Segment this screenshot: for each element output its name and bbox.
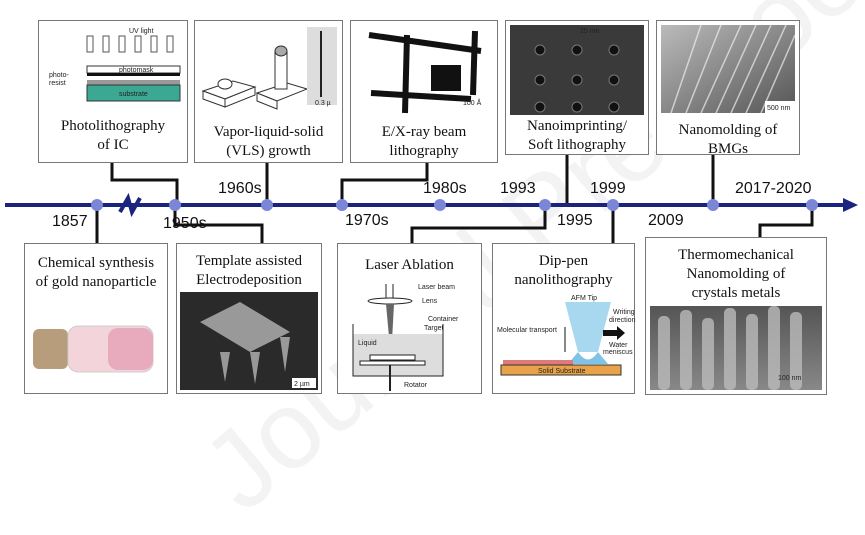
timeline-break <box>118 192 142 218</box>
svg-text:Rotator: Rotator <box>404 382 428 389</box>
year-label: 1960s <box>218 180 262 197</box>
svg-text:100 Å: 100 Å <box>463 98 482 107</box>
svg-text:Container: Container <box>428 316 459 323</box>
year-label: 1970s <box>345 212 389 229</box>
electrodeposition-image: 2 µm <box>180 292 318 390</box>
timeline-dots <box>91 199 818 211</box>
svg-text:Water: Water <box>609 342 628 349</box>
year-label: 1995 <box>557 212 593 229</box>
svg-text:100 nm: 100 nm <box>778 375 802 382</box>
svg-text:2 µm: 2 µm <box>294 381 310 388</box>
year-label: 1999 <box>590 180 626 197</box>
svg-text:UV light: UV light <box>129 28 154 35</box>
laser-ablation-panel: Laser Ablation Laser beam Lens Container… <box>337 243 482 394</box>
svg-text:Lens: Lens <box>422 298 438 305</box>
svg-text:Target: Target <box>424 325 444 332</box>
svg-text:meniscus: meniscus <box>603 349 633 356</box>
caption: Laser Ablation <box>365 257 454 273</box>
year-label: 1950s <box>163 215 207 232</box>
dot-1970s <box>336 199 348 211</box>
svg-text:0.3 µ: 0.3 µ <box>315 100 331 107</box>
bmg-nanowire-image: 500 nm <box>661 25 795 113</box>
dot-1950s <box>169 199 181 211</box>
timeline-connectors <box>5 155 858 243</box>
svg-text:direction: direction <box>609 317 636 324</box>
vls-diagram: 0.3 µ <box>201 27 337 110</box>
svg-text:500 nm: 500 nm <box>767 105 791 112</box>
caption: Nanoimprinting/Soft lithography <box>527 118 627 153</box>
timeline-arrow <box>843 198 858 212</box>
svg-text:AFM Tip: AFM Tip <box>571 295 597 302</box>
svg-text:Laser beam: Laser beam <box>418 284 455 291</box>
year-label: 2017-2020 <box>735 180 812 197</box>
year-label: 1857 <box>52 213 88 230</box>
svg-text:Writing: Writing <box>613 309 635 316</box>
svg-text:Solid Substrate: Solid Substrate <box>538 368 586 375</box>
caption: Vapor-liquid-solid(VLS) growth <box>213 124 324 159</box>
svg-text:Molecular transport: Molecular transport <box>497 327 557 334</box>
dot-2009 <box>707 199 719 211</box>
laser-ablation-diagram: Laser beam Lens Container Target Liquid … <box>352 284 459 391</box>
svg-text:photomask: photomask <box>119 67 154 74</box>
year-label: 1993 <box>500 180 536 197</box>
year-label: 1980s <box>423 180 467 197</box>
photolithography-diagram: UV light photomask substrate photo- resi… <box>49 28 181 102</box>
svg-text:photo-: photo- <box>49 72 70 79</box>
svg-text:25 nm: 25 nm <box>580 28 600 35</box>
dot-1857 <box>91 199 103 211</box>
ebeam-image: 100 Å <box>368 30 482 114</box>
dot-2017-2020 <box>806 199 818 211</box>
dip-pen-diagram: AFM Tip Solid Substrate Molecular transp… <box>497 295 636 376</box>
svg-text:substrate: substrate <box>119 91 148 98</box>
photolithography-panel: UV light photomask substrate photo- resi… <box>38 20 188 163</box>
dot-1960s <box>261 199 273 211</box>
year-label: 2009 <box>648 212 684 229</box>
svg-text:resist: resist <box>49 80 66 87</box>
nanoimprint-image: 25 nm <box>510 25 644 115</box>
gold-vial-image <box>33 325 154 373</box>
dot-1993 <box>539 199 551 211</box>
svg-text:Liquid: Liquid <box>358 340 377 347</box>
dot-1980s <box>434 199 446 211</box>
nanowire-sem-image: 100 nm <box>650 306 822 390</box>
nanoimprinting-panel: 25 nm Nanoimprinting/Soft lithography <box>505 20 649 155</box>
vls-growth-panel: 0.3 µ Vapor-liquid-solid(VLS) growth <box>194 20 343 163</box>
dot-1999 <box>607 199 619 211</box>
